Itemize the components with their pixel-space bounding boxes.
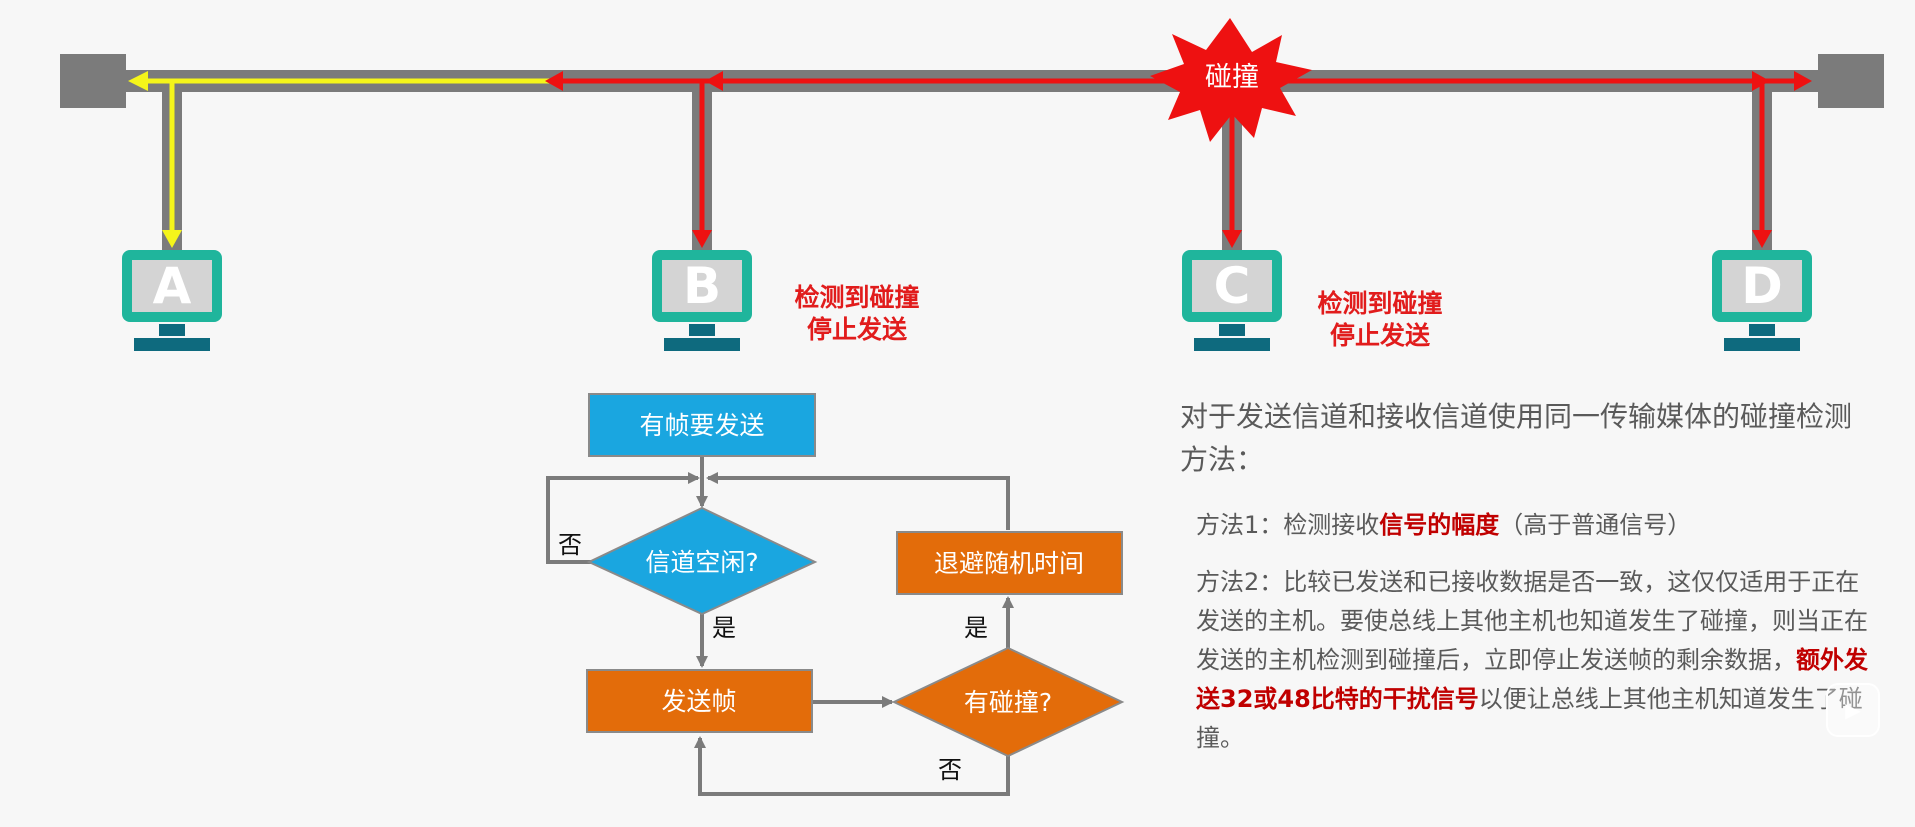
method-1-highlight: 信号的幅度	[1379, 511, 1500, 539]
flow-collision-check: 有碰撞?	[891, 646, 1125, 758]
detect-note-c: 检测到碰撞 停止发送	[1295, 288, 1465, 352]
method-1-suffix: （高于普通信号）	[1499, 511, 1692, 539]
flow-send-frame-label: 发送帧	[661, 687, 736, 716]
flow-channel-idle: 信道空闲?	[586, 506, 818, 616]
station-c: C	[1182, 250, 1282, 351]
method-1-prefix: 方法1：检测接收	[1196, 511, 1380, 539]
station-label-d: D	[1741, 257, 1783, 315]
flow-channel-idle-label: 信道空闲?	[645, 548, 758, 577]
station-b: B	[652, 250, 752, 351]
flow-connectors	[546, 456, 1014, 796]
method-2-highlight: 额外发送32或48比特的干扰信号	[1196, 646, 1868, 713]
flow-collision-check-label: 有碰撞?	[964, 688, 1052, 717]
station-label-a: A	[153, 257, 192, 315]
flow-start: 有帧要发送	[588, 393, 816, 457]
detect-note-b-line2: 停止发送	[806, 315, 907, 344]
flow-backoff: 退避随机时间	[896, 531, 1123, 595]
detect-note-b: 检测到碰撞 停止发送	[772, 282, 942, 346]
flow-start-label: 有帧要发送	[639, 411, 764, 440]
edge-label-collision-no: 否	[938, 756, 962, 784]
description-title: 对于发送信道和接收信道使用同一传输媒体的碰撞检测方法：	[1180, 400, 1853, 476]
detect-note-c-line2: 停止发送	[1329, 321, 1430, 350]
play-button[interactable]: ▶	[1826, 683, 1880, 737]
signal-red	[545, 71, 1812, 248]
terminator-right	[1818, 54, 1884, 108]
method-1: 方法1：检测接收信号的幅度（高于普通信号）	[1196, 506, 1876, 545]
station-label-b: B	[683, 257, 721, 315]
method-2: 方法2：比较已发送和已接收数据是否一致，这仅仅适用于正在发送的主机。要使总线上其…	[1196, 563, 1876, 758]
station-a: A	[122, 250, 222, 351]
detect-note-c-line1: 检测到碰撞	[1317, 289, 1443, 318]
method-2-prefix: 方法2：比较已发送和已接收数据是否一致，这仅仅适用于正在发送的主机。要使总线上其…	[1196, 568, 1868, 674]
collision-label: 碰撞	[1205, 62, 1259, 93]
play-icon: ▶	[1845, 698, 1861, 722]
flow-send-frame: 发送帧	[586, 669, 813, 733]
station-d: D	[1712, 250, 1812, 351]
collision-burst: 碰撞	[1150, 18, 1312, 142]
station-label-c: C	[1214, 257, 1251, 315]
edge-label-collision-yes: 是	[964, 614, 988, 642]
method-2-suffix: 以便让总线上其他主机知道发生了碰撞。	[1196, 685, 1863, 752]
detect-note-b-line1: 检测到碰撞	[794, 283, 920, 312]
terminator-left	[60, 54, 126, 108]
flow-backoff-label: 退避随机时间	[934, 549, 1084, 578]
edge-label-idle-yes: 是	[712, 614, 736, 642]
edge-label-idle-no: 否	[558, 531, 582, 559]
signal-yellow	[128, 71, 550, 248]
